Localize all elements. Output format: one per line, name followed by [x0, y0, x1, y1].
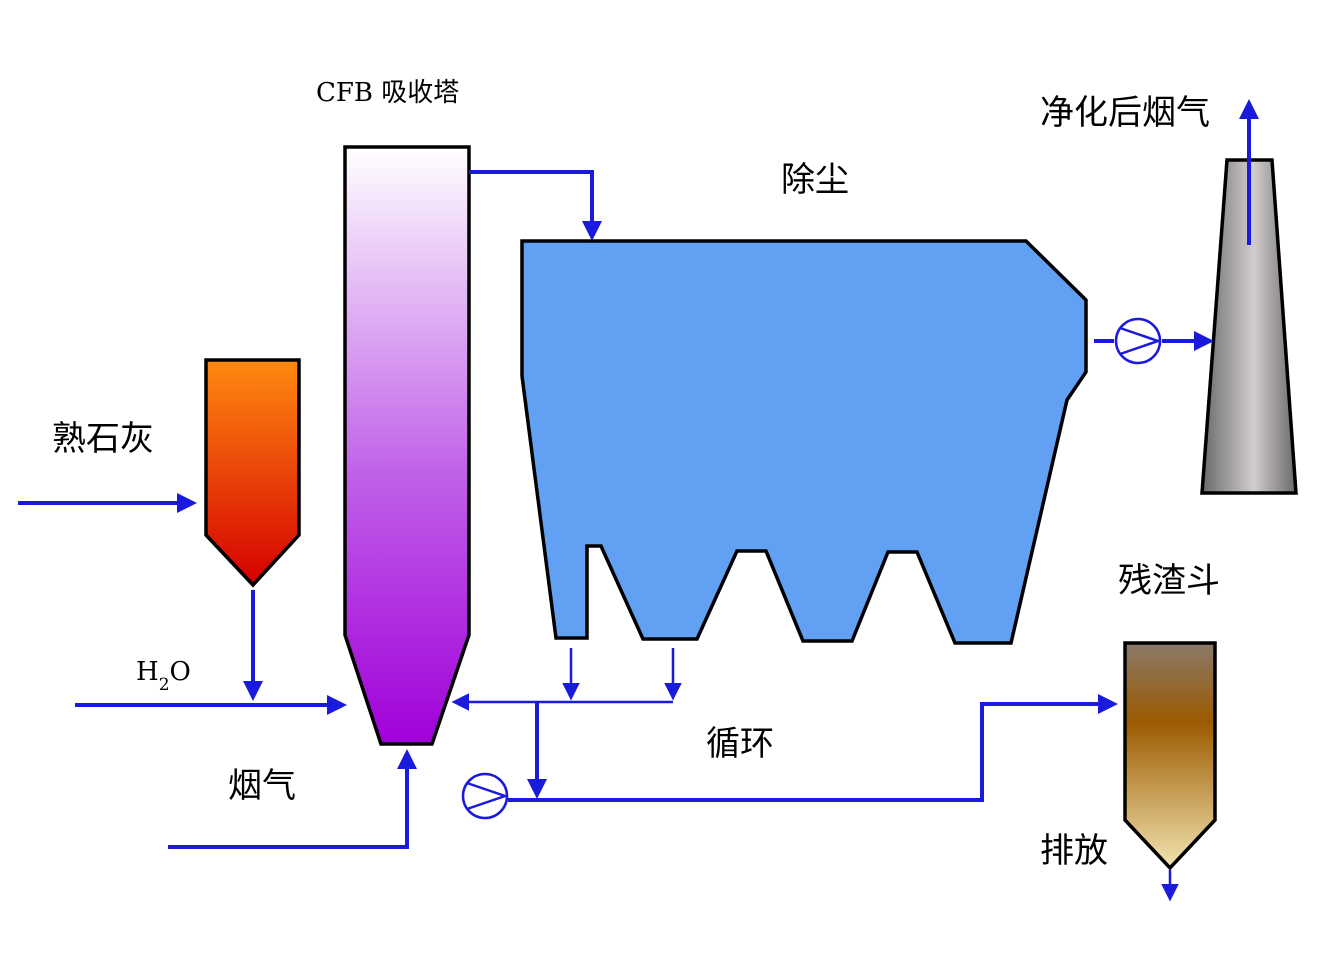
lime-silo	[204, 358, 301, 588]
label-discharge: 排放	[1040, 831, 1108, 871]
dust-collector	[520, 239, 1088, 645]
pump-icon	[461, 772, 509, 820]
label-flue-gas: 烟气	[228, 766, 296, 806]
tower-outlet-arrow	[469, 170, 602, 241]
fan-icon	[1114, 317, 1162, 365]
label-dust-removal: 除尘	[781, 160, 849, 200]
label-water: H2O	[136, 657, 191, 695]
chimney-stack	[1200, 158, 1298, 495]
label-water-h: H	[136, 657, 159, 687]
residue-hopper	[1123, 641, 1217, 871]
label-residue-hopper: 残渣斗	[1118, 561, 1220, 601]
label-slaked-lime: 熟石灰	[52, 419, 154, 459]
label-recirculation: 循环	[706, 724, 774, 764]
cfb-absorber-tower	[343, 145, 471, 746]
label-clean-flue-gas: 净化后烟气	[1040, 93, 1210, 133]
label-water-sub: 2	[159, 675, 170, 695]
label-cfb-tower: CFB 吸收塔	[316, 78, 459, 108]
flue-gas-inlet-arrow	[168, 749, 417, 849]
residue-transfer-arrow	[508, 694, 1118, 802]
label-water-o: O	[170, 657, 191, 687]
